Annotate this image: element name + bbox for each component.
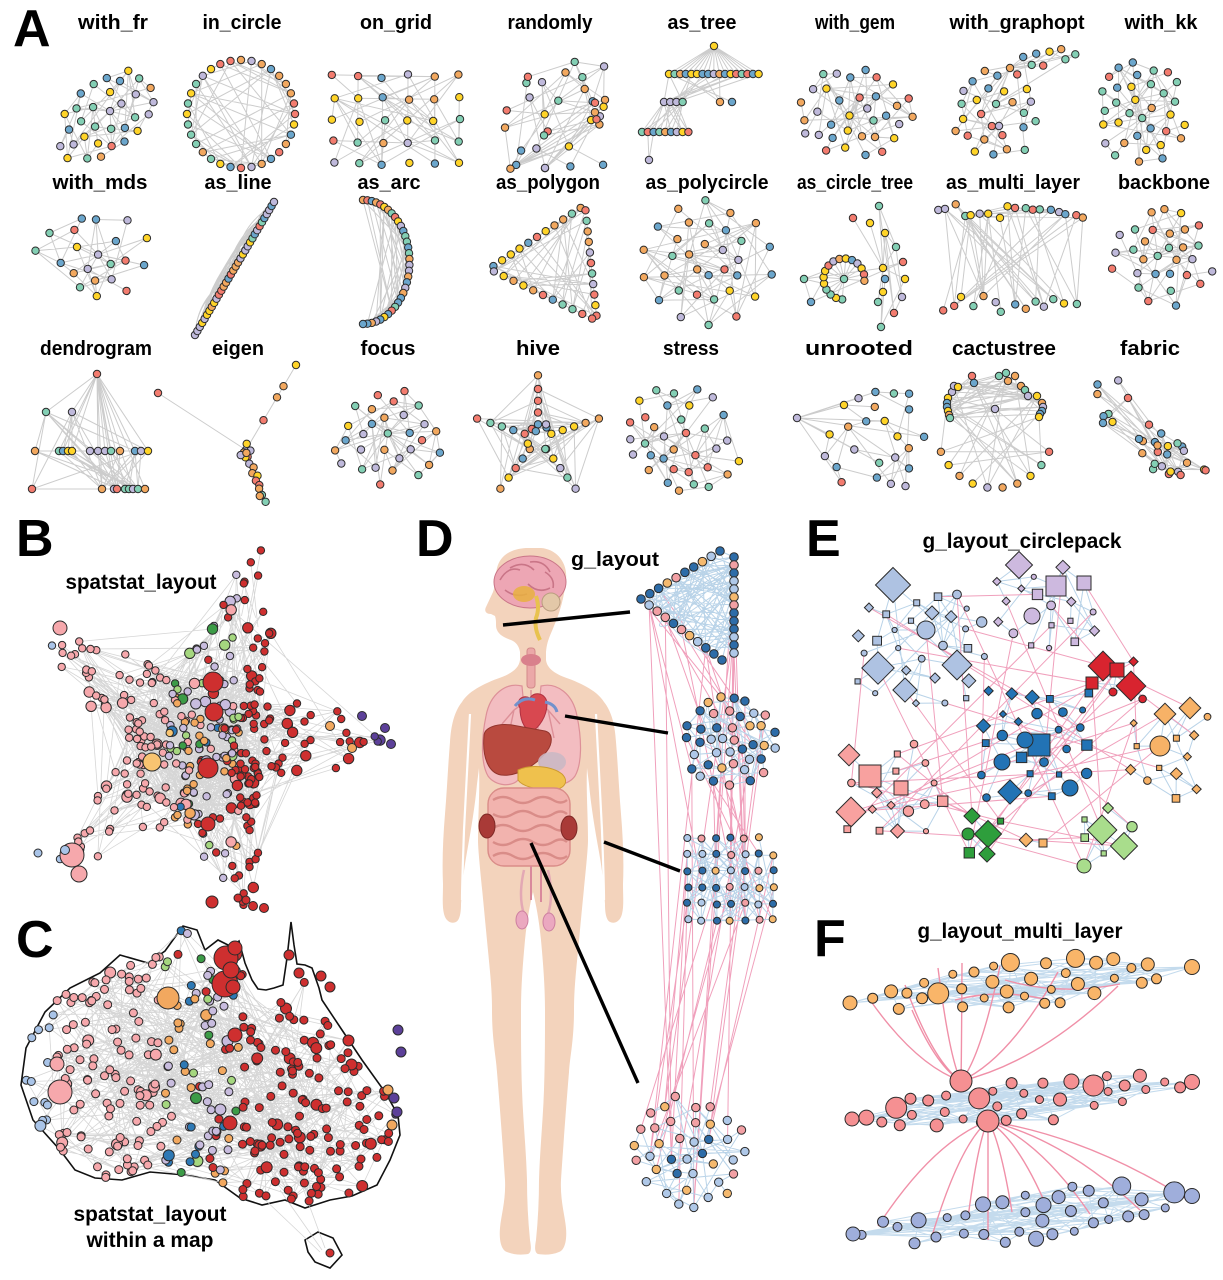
svg-text:g_layout: g_layout [571,549,659,571]
svg-text:hive: hive [516,338,560,360]
svg-text:with_graphopt: with_graphopt [949,12,1085,34]
svg-text:as_multi_layer: as_multi_layer [946,172,1080,194]
svg-text:g_layout_multi_layer: g_layout_multi_layer [918,920,1123,943]
svg-text:backbone: backbone [1118,172,1210,194]
svg-text:fabric: fabric [1120,338,1180,360]
svg-text:as_line: as_line [205,172,272,194]
svg-text:eigen: eigen [212,338,264,360]
svg-text:as_tree: as_tree [668,12,737,34]
svg-text:as_polygon: as_polygon [496,172,600,194]
svg-text:as_polycircle: as_polycircle [646,172,769,194]
svg-text:focus: focus [361,338,416,360]
svg-text:with_mds: with_mds [51,172,147,194]
svg-text:as_arc: as_arc [358,172,421,194]
svg-text:F: F [814,910,846,968]
svg-text:C: C [16,911,54,969]
svg-text:spatstat_layout: spatstat_layout [74,1203,227,1226]
svg-text:dendrogram: dendrogram [40,338,152,360]
svg-text:randomly: randomly [508,12,594,34]
svg-text:on_grid: on_grid [360,12,432,34]
svg-text:A: A [13,0,51,58]
svg-text:within a map: within a map [86,1229,214,1252]
svg-text:with_kk: with_kk [1124,12,1199,34]
svg-text:with_fr: with_fr [77,12,148,34]
svg-text:spatstat_layout: spatstat_layout [66,571,217,594]
svg-text:B: B [16,510,54,568]
svg-text:as_circle_tree: as_circle_tree [797,172,913,194]
svg-text:cactustree: cactustree [952,338,1056,360]
svg-text:unrooted: unrooted [805,338,913,360]
svg-text:in_circle: in_circle [203,12,282,34]
svg-text:E: E [806,510,841,568]
svg-text:g_layout_circlepack: g_layout_circlepack [923,530,1122,553]
svg-text:with_gem: with_gem [814,12,895,34]
svg-text:D: D [416,510,454,568]
svg-text:stress: stress [663,338,719,360]
